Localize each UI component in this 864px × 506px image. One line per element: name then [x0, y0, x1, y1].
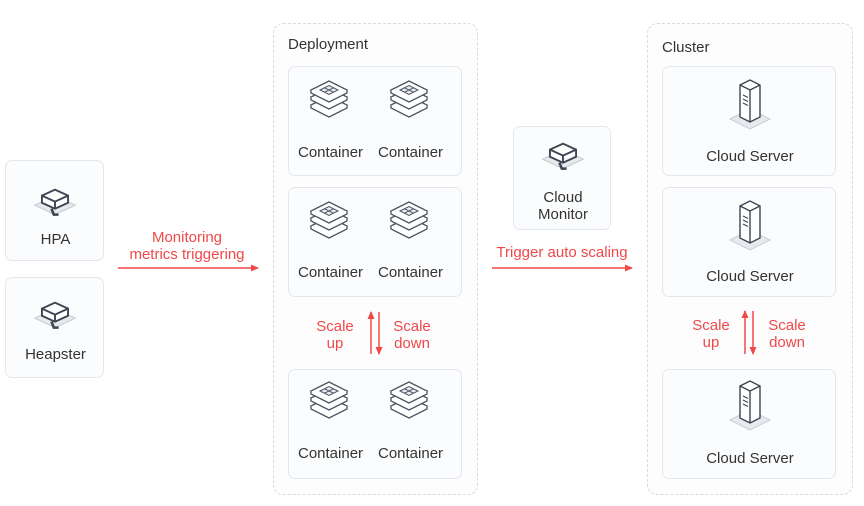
deployment-title: Deployment [288, 36, 369, 53]
scale-up-line2: up [702, 334, 720, 351]
monitoring-label-line1: Monitoring [151, 229, 223, 246]
scale-up-label: Scale up [310, 318, 360, 352]
cloud-server-label: Cloud Server [706, 450, 794, 467]
scale-up-line1: Scale [316, 318, 354, 335]
router-icon [33, 301, 77, 329]
container-stack-icon [310, 381, 348, 419]
server-card: Cloud Server [662, 187, 836, 297]
container-stack-icon [390, 201, 428, 239]
cloud-monitor-label-line2: Monitor [537, 206, 589, 223]
scale-down-line2: down [394, 335, 430, 352]
container-label: Container [298, 264, 364, 281]
monitoring-label: Monitoring metrics triggering [112, 229, 262, 263]
server-icon [729, 200, 771, 251]
container-label: Container [378, 264, 444, 281]
router-icon [541, 142, 585, 170]
cloud-monitor-label-line1: Cloud [543, 189, 583, 206]
container-label: Container [378, 144, 444, 161]
monitoring-label-line2: metrics triggering [129, 246, 245, 263]
cluster-title: Cluster [662, 39, 710, 56]
container-label: Container [298, 144, 364, 161]
scale-down-label: Scale down [384, 318, 440, 352]
scale-up-line1: Scale [692, 317, 730, 334]
heapster-card: Heapster [5, 277, 104, 378]
pod-card: Container Container [288, 187, 462, 297]
pod-card: Container Container [288, 369, 462, 479]
container-stack-icon [390, 80, 428, 118]
scale-up-line2: up [326, 335, 344, 352]
scale-down-line2: down [769, 334, 805, 351]
scale-up-label: Scale up [685, 317, 737, 351]
server-card: Cloud Server [662, 369, 836, 479]
cloud-monitor-card: Cloud Monitor [513, 126, 611, 230]
scale-down-line1: Scale [393, 318, 431, 335]
hpa-card: HPA [5, 160, 104, 261]
cloud-server-label: Cloud Server [706, 148, 794, 165]
server-card: Cloud Server [662, 66, 836, 176]
container-stack-icon [390, 381, 428, 419]
trigger-label: Trigger auto scaling [496, 244, 628, 261]
server-icon [729, 79, 771, 130]
scale-down-label: Scale down [758, 317, 816, 351]
container-label: Container [298, 445, 364, 462]
container-stack-icon [310, 80, 348, 118]
router-icon [33, 188, 77, 216]
container-label: Container [378, 445, 444, 462]
pod-card: Container Container [288, 66, 462, 176]
cloud-server-label: Cloud Server [706, 268, 794, 285]
hpa-label: HPA [40, 231, 71, 248]
scale-down-line1: Scale [768, 317, 806, 334]
server-icon [729, 380, 771, 431]
heapster-label: Heapster [25, 346, 86, 363]
container-stack-icon [310, 201, 348, 239]
